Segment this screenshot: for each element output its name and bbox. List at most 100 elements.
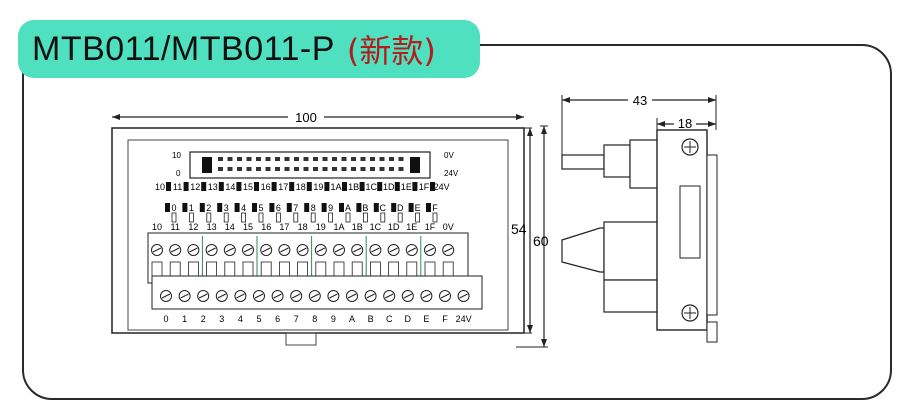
led-row2-label: C <box>380 203 387 213</box>
led-icon <box>218 182 224 191</box>
led-icon <box>412 182 418 191</box>
width-dim-label: 100 <box>295 110 317 125</box>
connector-label-right-top: 0V <box>444 151 454 160</box>
bottom-terminal-label: 4 <box>238 314 243 324</box>
led-row1-label: 10 <box>155 182 165 192</box>
side-terminal-wedge <box>561 227 605 273</box>
led-icon <box>289 182 295 191</box>
bottom-terminal-label: C <box>386 314 393 324</box>
led-row1-label: 1A <box>330 182 341 192</box>
led-icon <box>165 203 170 212</box>
led-row2-label: 2 <box>206 203 211 213</box>
top-terminal-label: 19 <box>316 222 326 232</box>
depth-dim-label: 43 <box>633 93 647 108</box>
led-row1-label: 18 <box>296 182 306 192</box>
led-icon <box>377 182 383 191</box>
led-row2-label: D <box>397 203 404 213</box>
bottom-terminal-label: 7 <box>294 314 299 324</box>
top-terminal-label: 12 <box>188 222 198 232</box>
led-row2-label: 4 <box>241 203 246 213</box>
top-terminal-label: 11 <box>171 222 180 232</box>
height-outer-label: 60 <box>533 233 549 249</box>
led-row1-label: 12 <box>190 182 200 192</box>
bottom-terminal-label: 9 <box>331 314 336 324</box>
top-terminal-label: 13 <box>207 222 217 232</box>
bottom-terminal-label: 0 <box>163 314 168 324</box>
led-row2-label: 0 <box>171 203 176 213</box>
top-terminal-label: 1F <box>425 222 436 232</box>
led-icon <box>324 182 330 191</box>
connector-label-right-bottom: 24V <box>444 169 459 178</box>
top-terminal-label: 1A <box>333 222 344 232</box>
led-row1 <box>166 182 435 191</box>
led-row1-label: 1F <box>419 182 430 192</box>
led-row1-label: 1E <box>401 182 412 192</box>
led-row2-label: 7 <box>293 203 298 213</box>
top-terminal-label: 1E <box>406 222 417 232</box>
header-connector <box>189 151 431 179</box>
bottom-terminal-label: 24V <box>456 314 472 324</box>
led-row1-label: 1C <box>365 182 377 192</box>
connector-pins <box>218 157 404 171</box>
bottom-terminal-label: 1 <box>182 314 187 324</box>
led-icon <box>236 182 242 191</box>
led-row1-label: 19 <box>313 182 323 192</box>
connector-label-left-top: 10 <box>172 151 181 160</box>
led-icon <box>199 203 205 212</box>
led-icon <box>408 203 414 212</box>
led-row2-label: 8 <box>311 203 316 213</box>
top-terminal-label: 1C <box>370 222 382 232</box>
bottom-terminal-label: 8 <box>312 314 317 324</box>
bottom-terminal-label: 2 <box>201 314 206 324</box>
led-icon <box>373 203 379 212</box>
led-icon <box>394 182 400 191</box>
board-inner <box>127 139 509 331</box>
led-icon <box>269 203 275 212</box>
led-icon <box>252 203 257 212</box>
led-row2-label: 1 <box>189 203 194 213</box>
led-row1-label: 14 <box>225 182 235 192</box>
bottom-terminal-label: F <box>442 314 448 324</box>
bottom-terminal-label: 6 <box>275 314 280 324</box>
rail-dim-label: 18 <box>678 116 692 131</box>
top-terminal-label: 1D <box>388 222 400 232</box>
top-terminal-label: 10 <box>152 222 162 232</box>
din-rail-profile <box>706 154 718 316</box>
led-icon <box>183 182 189 191</box>
bottom-terminal-label: D <box>405 314 412 324</box>
led-icon <box>426 203 431 212</box>
bottom-terminal-label: 5 <box>256 314 261 324</box>
led-icon <box>321 203 327 212</box>
led-row1-label: 24V <box>434 182 450 192</box>
led-row1-label: 1D <box>383 182 395 192</box>
bottom-terminals <box>160 290 470 302</box>
top-terminal-label: 16 <box>261 222 271 232</box>
led-icon <box>306 182 312 191</box>
led-row2-label: 6 <box>276 203 281 213</box>
top-terminal-label: 0V <box>443 222 454 232</box>
led-icon <box>271 182 277 191</box>
bottom-terminal-label: E <box>423 314 429 324</box>
led-row1-label: 15 <box>243 182 253 192</box>
connector-label-left-bottom: 0 <box>176 169 181 178</box>
led-icon <box>339 203 344 212</box>
led-icon <box>391 203 397 212</box>
led-icon <box>359 182 365 191</box>
top-terminal-label: 1B <box>352 222 363 232</box>
led-row2-label: A <box>345 203 351 213</box>
height-inner-label: 54 <box>511 221 527 237</box>
led-row2-label: 9 <box>328 203 333 213</box>
led-row2 <box>165 203 438 223</box>
top-terminal-label: 18 <box>298 222 308 232</box>
side-plug <box>561 154 605 170</box>
led-row1-label: 11 <box>173 182 182 192</box>
led-icon <box>304 203 310 212</box>
led-row1-label: 17 <box>278 182 288 192</box>
led-icon <box>201 182 207 191</box>
led-row2-label: F <box>432 203 438 213</box>
led-row2-label: B <box>362 203 368 213</box>
